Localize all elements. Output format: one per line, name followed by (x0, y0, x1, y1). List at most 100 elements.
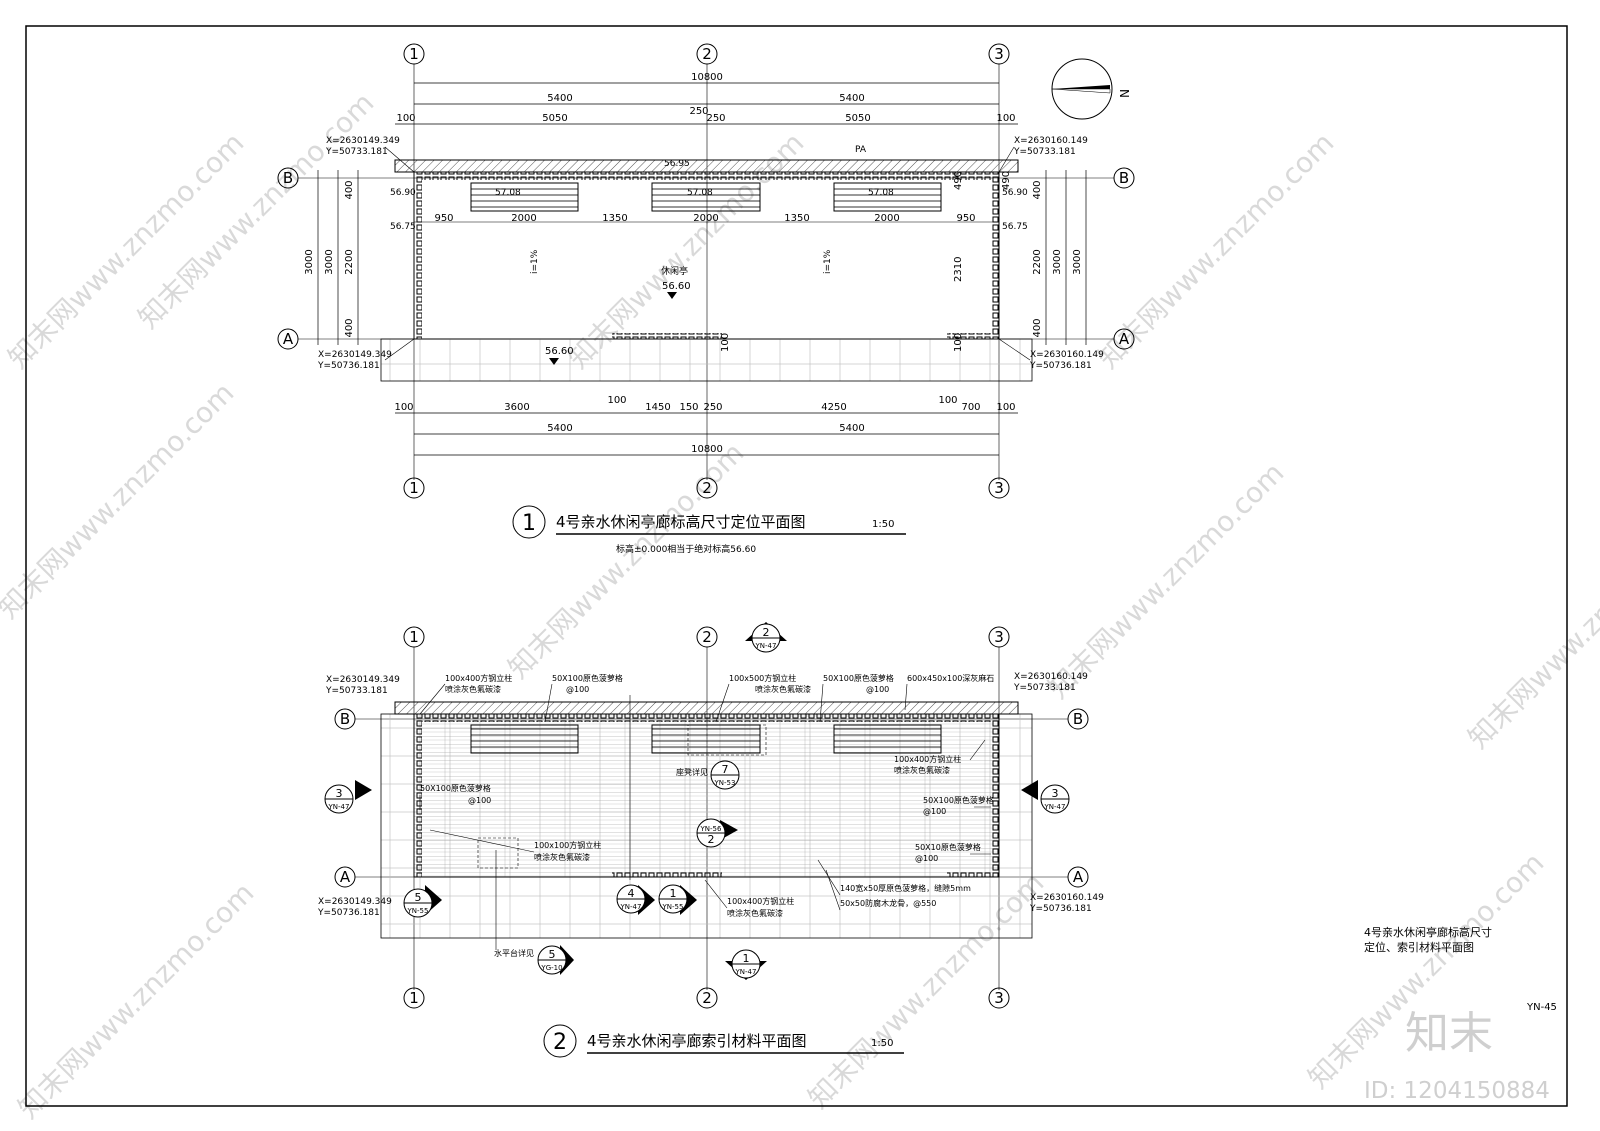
dim-small: 100 (720, 333, 731, 352)
dim-half: 5400 (547, 93, 572, 104)
sheet-border (25, 25, 1568, 1107)
grid-label: A (1119, 330, 1130, 348)
dim-bench: 2000 (874, 213, 899, 224)
post-col-left (414, 714, 422, 877)
dim-bottom: 5400 (839, 423, 864, 434)
callout: 50X100原色菠萝格 (552, 673, 623, 683)
dim-mid: 5050 (845, 113, 870, 124)
dim-side: 3000 (324, 249, 335, 274)
top-dimensions (395, 82, 1018, 125)
bench (651, 182, 761, 212)
roof-band (394, 159, 1019, 173)
grid-label: A (283, 330, 294, 348)
elevation: 56.90 (390, 188, 416, 198)
plan-number: 1 (522, 511, 536, 536)
grid-label: 1 (409, 45, 419, 63)
dim-mid: 5050 (542, 113, 567, 124)
plan-scale: 1:50 (871, 1038, 893, 1049)
step (947, 871, 991, 877)
dim-inner: 490 (1001, 171, 1012, 190)
grid-label: 1 (409, 628, 419, 646)
dim-bench: 950 (434, 213, 453, 224)
index-marks: 2 YN-47 3 YN-47 3 YN-47 7 YN-5 (324, 622, 1070, 980)
watermark-text: 知末网www.znzmo.com (0, 376, 240, 625)
callout: @100 (468, 796, 491, 805)
coordinate: X=2630160.149 (1030, 350, 1104, 360)
dim-inner: 2310 (953, 257, 964, 282)
step (612, 871, 722, 877)
dim-side: 3000 (1072, 249, 1083, 274)
svg-text:3: 3 (336, 787, 343, 800)
callout: 喷涂灰色氟碳漆 (534, 852, 590, 862)
dim-side: 2200 (344, 249, 355, 274)
dim-side: 400 (1032, 180, 1043, 199)
dim-bottom: 100 (394, 402, 413, 413)
svg-text:YN-53: YN-53 (714, 779, 736, 787)
callout: 50X100原色菠萝格 (823, 673, 894, 683)
step (947, 333, 991, 339)
post-col-left (414, 172, 422, 339)
grid-label: 1 (409, 989, 419, 1007)
north-arrow: N (1051, 58, 1131, 120)
dim-bench: 1350 (784, 213, 809, 224)
callout: 水平台详见 (494, 948, 534, 958)
post-col-right (991, 172, 999, 339)
callout: 100x400方钢立柱 (894, 754, 961, 764)
dim-side: 3000 (1052, 249, 1063, 274)
grid-label: B (340, 710, 350, 728)
coordinate: Y=50736.181 (317, 908, 380, 918)
coordinate: Y=50736.181 (1029, 904, 1092, 914)
grid-label: 3 (994, 989, 1004, 1007)
material-callouts: 100x400方钢立柱 喷涂灰色氟碳漆 50X100原色菠萝格 @100 100… (420, 673, 994, 958)
svg-text:4: 4 (628, 887, 635, 900)
slope-label: i=1% (823, 249, 833, 274)
callout: @100 (566, 685, 589, 694)
callout: 50X100原色菠萝格 (420, 783, 491, 793)
roof-label: PA (855, 145, 867, 155)
callout: @100 (866, 685, 889, 694)
index-mark: 4 YN-47 (616, 884, 655, 915)
index-mark: 2 YN-47 (745, 622, 787, 653)
brand-logo: 知末 (1405, 1008, 1493, 1059)
bottom-dimensions (395, 412, 1018, 456)
dim-mid: 250 (689, 106, 708, 117)
grid-label: B (283, 169, 293, 187)
index-mark: 5 YG-10 (537, 945, 574, 975)
post-row-top (414, 714, 999, 722)
svg-text:2: 2 (763, 626, 770, 639)
roof-band (394, 701, 1019, 715)
callout: 100x100方钢立柱 (534, 840, 601, 850)
space-label: 休闲亭 (661, 265, 688, 277)
slope-label: i=1% (530, 249, 540, 274)
sheet-description: 定位、索引材料平面图 (1364, 940, 1474, 954)
dim-small: 100 (953, 333, 964, 352)
watermark-text: 知末网www.znzmo.com (502, 436, 751, 685)
watermark-text: 知末网www.znzmo.com (1042, 456, 1291, 705)
coordinate: X=2630149.349 (326, 136, 400, 146)
callout: 50X100原色菠萝格 (923, 795, 994, 805)
dim-edge: 100 (396, 113, 415, 124)
sheet-description: 4号亲水休闲亭廊标高尺寸 (1364, 925, 1492, 939)
dim-bench: 950 (956, 213, 975, 224)
svg-text:YN-47: YN-47 (735, 968, 757, 976)
grid-label: 2 (702, 628, 712, 646)
dim-bottom: 4250 (821, 402, 846, 413)
dim-bottom: 100 (607, 395, 626, 406)
dim-bench: 2000 (693, 213, 718, 224)
index-mark: 5 YN-55 (403, 885, 442, 918)
side-dimensions (317, 170, 1087, 345)
dim-bottom: 100 (996, 402, 1015, 413)
grid-label: 2 (702, 479, 712, 497)
callout: 140宽x50厚原色菠萝格，缝隙5mm (840, 883, 971, 893)
callout: 100x500方钢立柱 (729, 673, 796, 683)
callout: 喷涂灰色氟碳漆 (445, 684, 501, 694)
callout: 100x400方钢立柱 (445, 673, 512, 683)
dim-bottom: 1450 (645, 402, 670, 413)
dim-bottom: 100 (938, 395, 957, 406)
grid-label: 3 (994, 628, 1004, 646)
coordinate: Y=50733.181 (1013, 683, 1076, 693)
callout: 喷涂灰色氟碳漆 (727, 908, 783, 918)
index-mark: 1 YN-47 (725, 949, 767, 980)
svg-text:2: 2 (708, 833, 715, 846)
svg-text:YN-56: YN-56 (700, 825, 722, 833)
